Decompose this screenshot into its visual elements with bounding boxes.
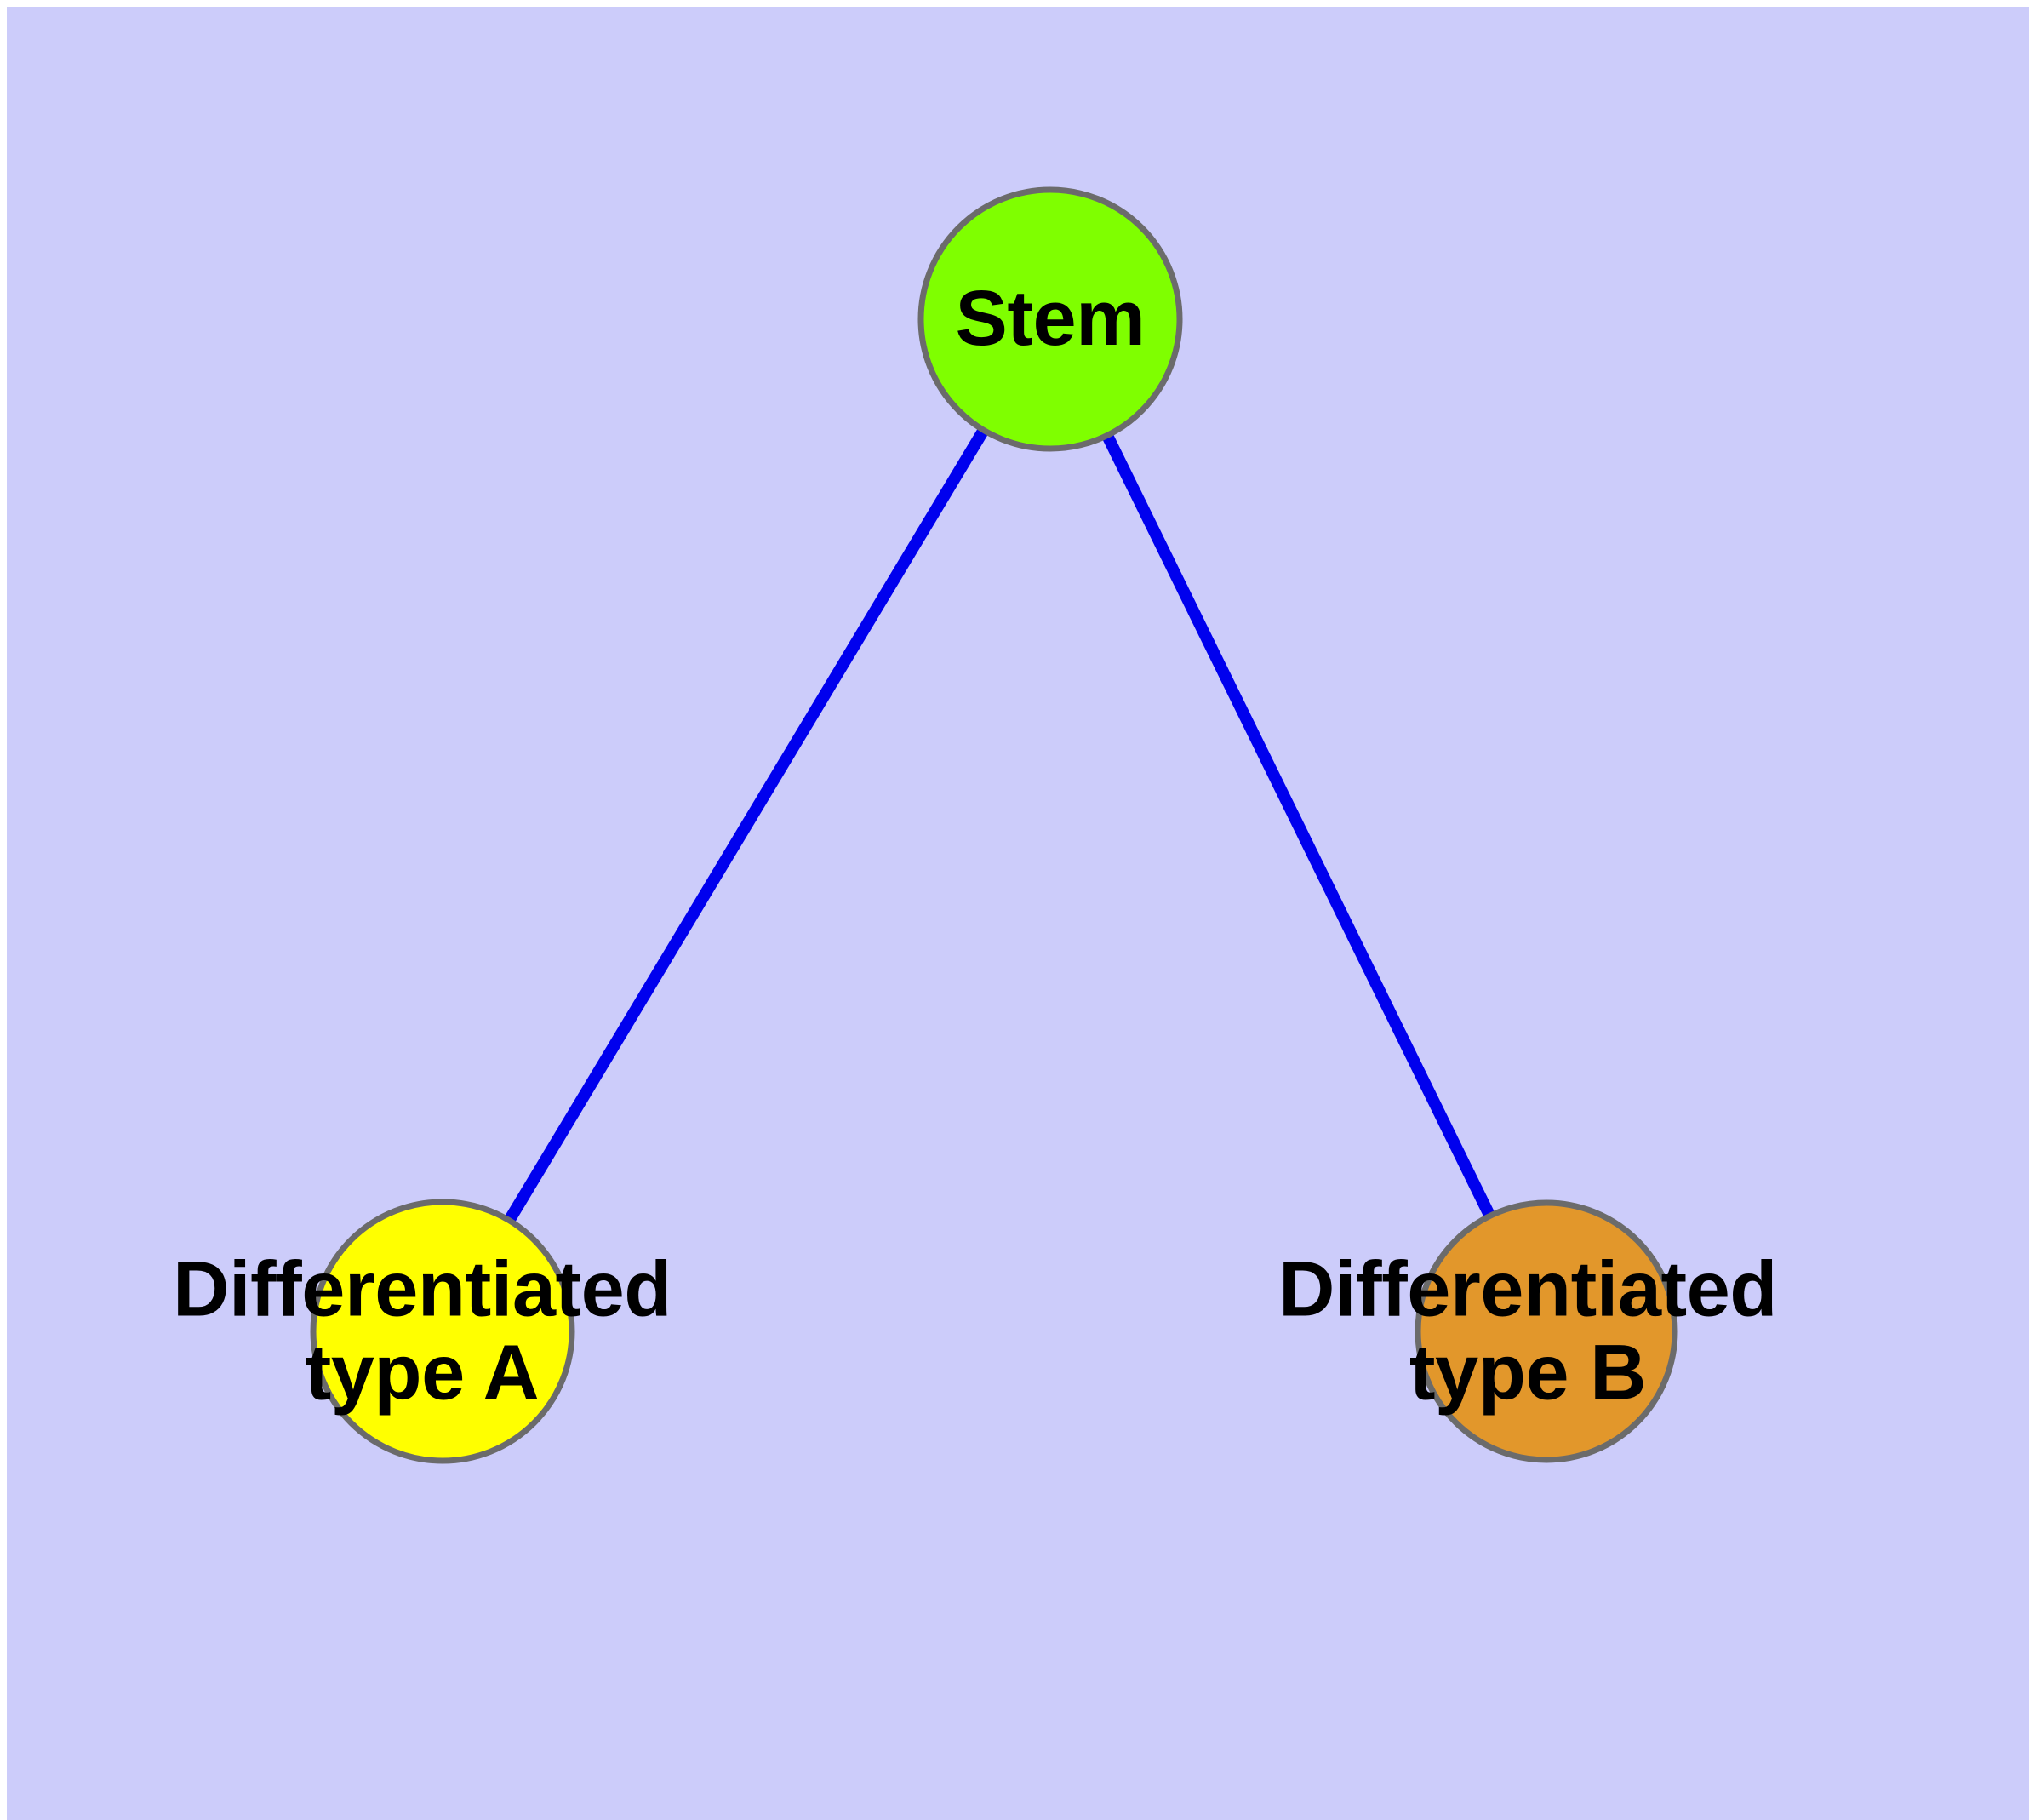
edge-stem-to-diff_b bbox=[1100, 431, 1496, 1221]
edges-group bbox=[503, 425, 1496, 1226]
node-diff_a[interactable] bbox=[310, 1199, 575, 1464]
node-stem[interactable] bbox=[917, 186, 1183, 452]
nodes-group bbox=[310, 186, 1678, 1464]
node-diff_b[interactable] bbox=[1415, 1199, 1678, 1463]
edge-stem-to-diff_a bbox=[503, 425, 990, 1226]
